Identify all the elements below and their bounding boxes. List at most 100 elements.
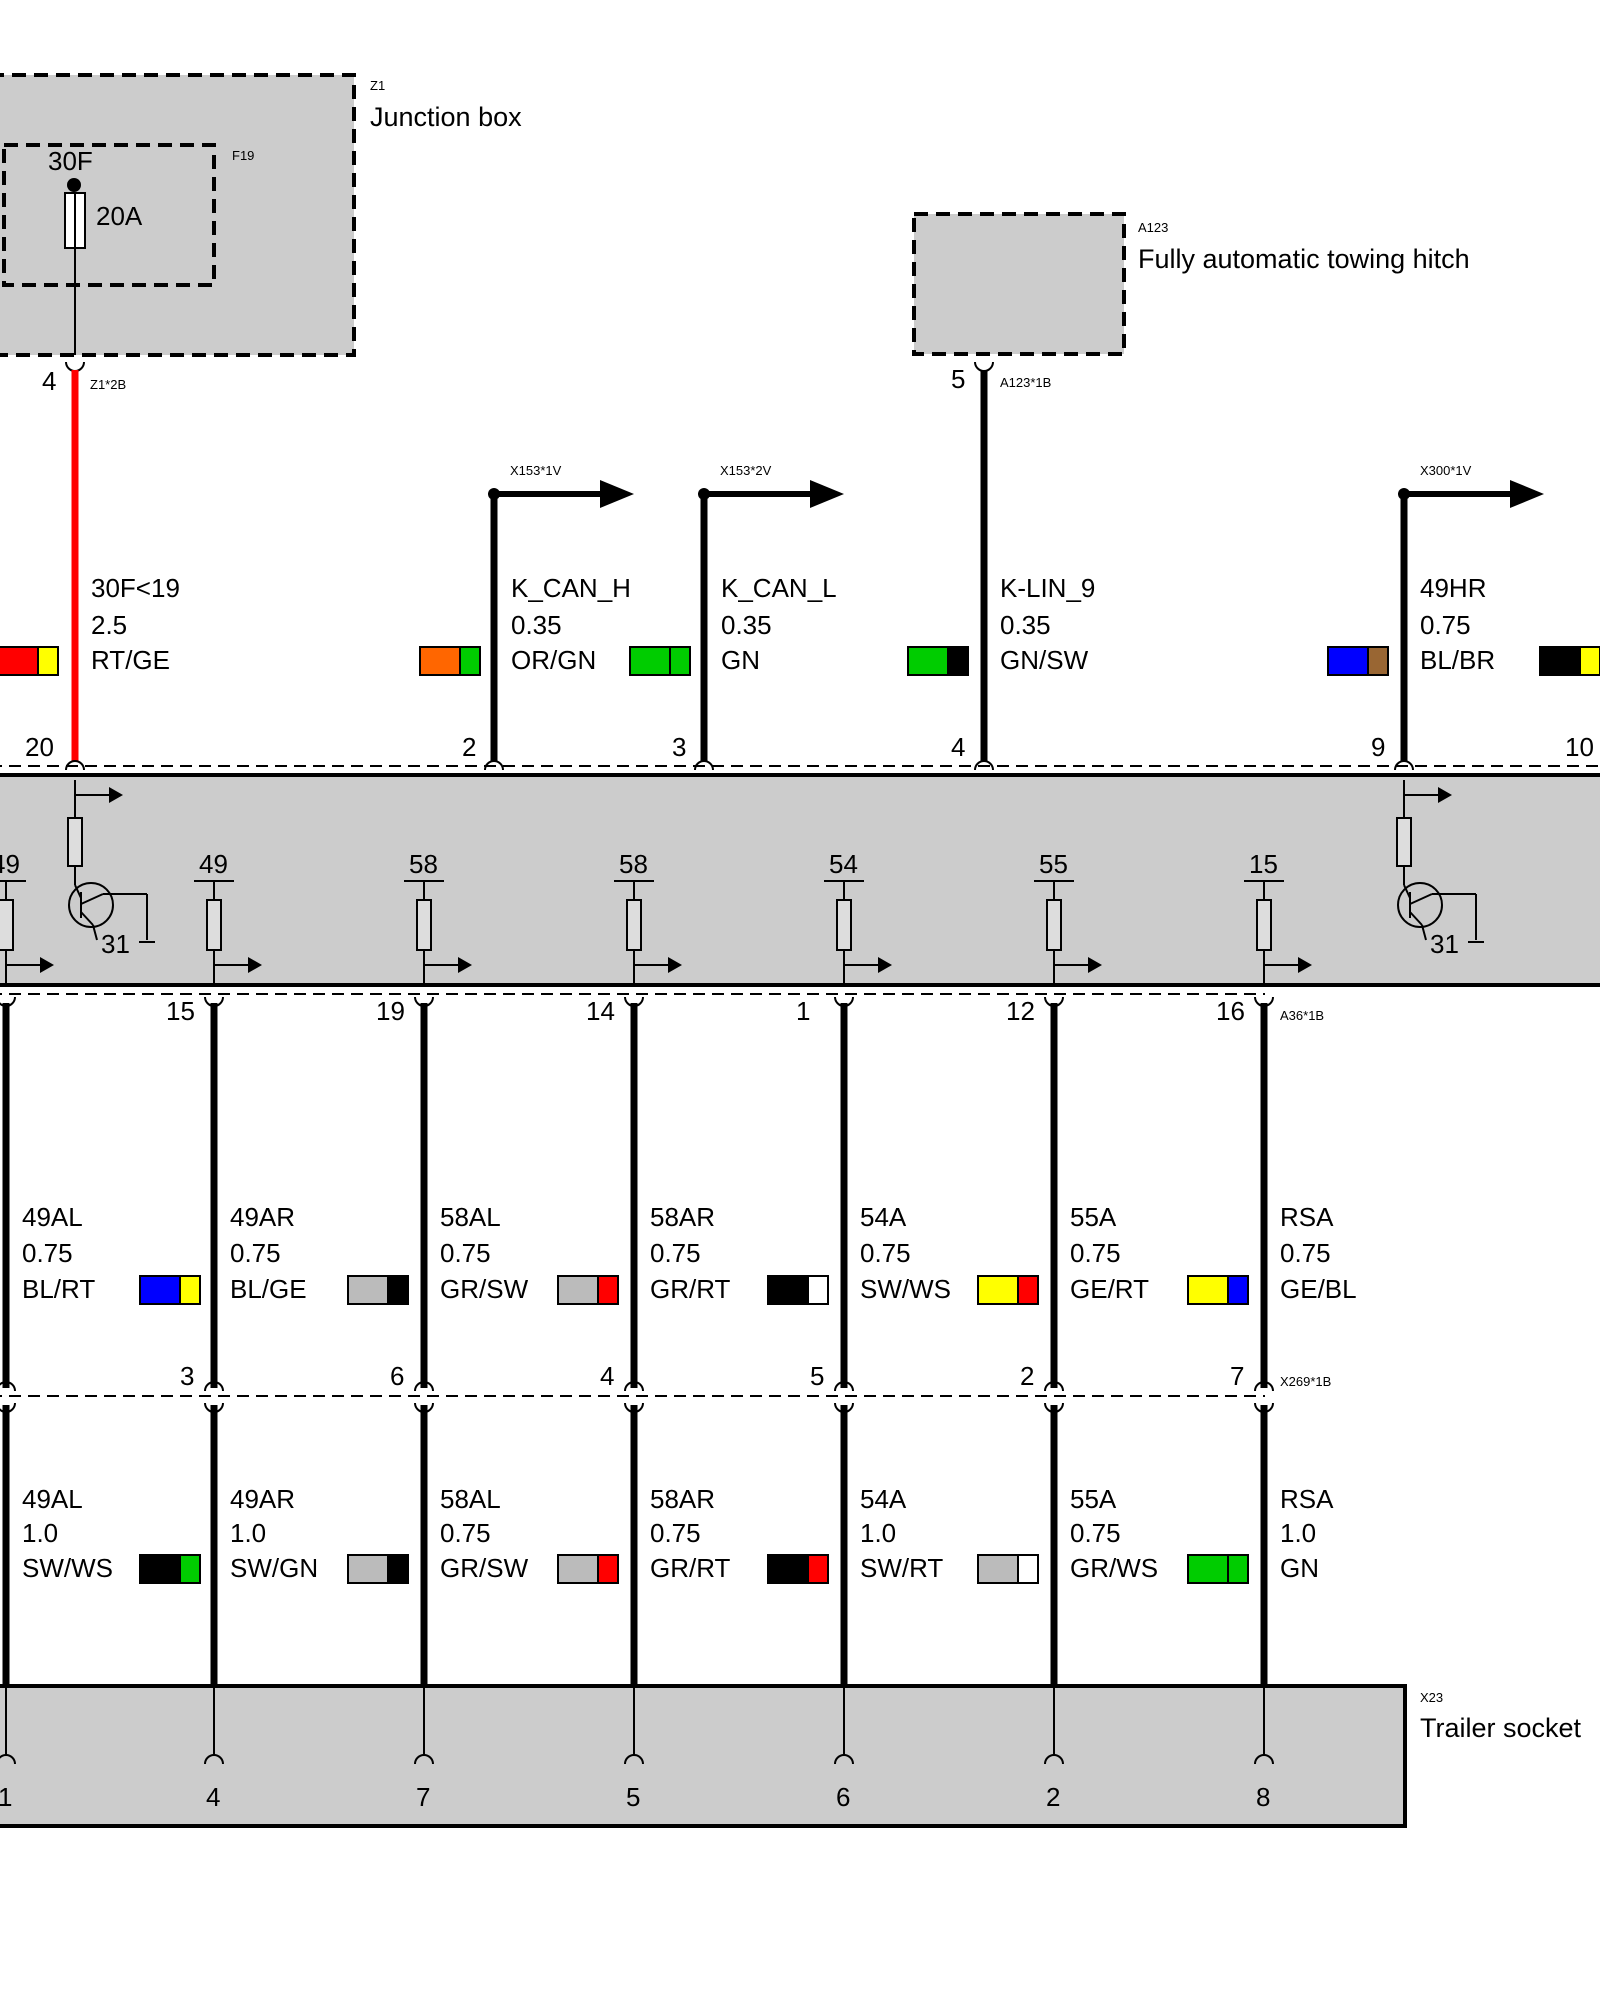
kcan-l-connector: X153*2V <box>720 463 772 478</box>
connector-arc <box>414 1754 434 1765</box>
wire-color: OR/GN <box>511 645 596 675</box>
connector-arc <box>694 760 714 771</box>
resistor-icon <box>1256 899 1272 951</box>
wire-signal: 49AL <box>22 1202 83 1232</box>
connector-arc <box>834 1754 854 1765</box>
z1-pin: 4 <box>42 366 56 396</box>
wire-size: 0.35 <box>511 610 562 640</box>
wire-signal: RSA <box>1280 1202 1334 1232</box>
wire-signal: 55A <box>1070 1202 1117 1232</box>
connector-arc <box>484 760 504 771</box>
wire-size: 0.35 <box>1000 610 1051 640</box>
terminal-label: 49 <box>0 849 20 879</box>
wire-size: 0.75 <box>1070 1518 1121 1548</box>
top-wire-label-4: 49HR 0.75 BL/BR <box>1420 573 1495 675</box>
kcan-h-connector: X153*1V <box>510 463 562 478</box>
terminal-label: 54 <box>829 849 858 879</box>
resistor-icon <box>626 899 642 951</box>
module-pin: 3 <box>672 732 686 762</box>
trailer-socket-name: Trailer socket <box>1420 1713 1582 1743</box>
module-pin: 14 <box>586 996 615 1026</box>
wire-size: 0.35 <box>721 610 772 640</box>
wire-size: 0.75 <box>860 1238 911 1268</box>
module-pin: 19 <box>376 996 405 1026</box>
connector-arc <box>0 1402 16 1413</box>
connector-arc <box>414 996 434 1007</box>
x269-connector: X269*1B <box>1280 1374 1331 1389</box>
module-top-pins: 20 2 3 4 9 10 <box>25 732 1594 762</box>
wire-color: GN <box>721 645 760 675</box>
transistor-icon: 31 <box>67 780 155 959</box>
connector-arc <box>0 1754 16 1765</box>
wire-signal: K-LIN_9 <box>1000 573 1095 603</box>
wire-size: 0.75 <box>1280 1238 1331 1268</box>
wire-size: 1.0 <box>1280 1518 1316 1548</box>
internal-terminal: 55 <box>1034 849 1102 985</box>
wire-size: 1.0 <box>22 1518 58 1548</box>
wire-size: 0.75 <box>22 1238 73 1268</box>
lower-wires <box>0 996 1274 1686</box>
control-module <box>0 765 1600 995</box>
wire-color: BL/RT <box>22 1274 95 1304</box>
x269-pin: 2 <box>1020 1361 1034 1391</box>
wire-color: BL/BR <box>1420 645 1495 675</box>
wire-signal: 58AL <box>440 1202 501 1232</box>
wire-signal: 49AR <box>230 1484 295 1514</box>
color-swatch <box>977 1554 1039 1584</box>
connector-arc <box>1044 1381 1064 1392</box>
color-swatch <box>557 1275 619 1305</box>
arrow-icon <box>1510 480 1544 508</box>
mid-wire-labels: 49AL0.75BL/RT49AR0.75BL/GE58AL0.75GR/SW5… <box>22 1202 1357 1305</box>
trailer-socket-ref: X23 <box>1420 1690 1443 1705</box>
color-swatch <box>907 646 969 676</box>
wire-color: GR/RT <box>650 1553 731 1583</box>
wire-color: SW/WS <box>860 1274 951 1304</box>
wire-kcan-l: X153*2V <box>698 463 844 762</box>
connector-arc <box>624 1381 644 1392</box>
wire-signal: RSA <box>1280 1484 1334 1514</box>
wire-color: GE/BL <box>1280 1274 1357 1304</box>
wire-signal: 58AR <box>650 1484 715 1514</box>
wire-size: 0.75 <box>1070 1238 1121 1268</box>
connector-arc <box>624 1402 644 1413</box>
wire-color: BL/GE <box>230 1274 307 1304</box>
color-swatch <box>139 1554 201 1584</box>
module-internal-terminals: 49495858545515 <box>0 849 1312 985</box>
wire-size: 0.75 <box>440 1518 491 1548</box>
connector-arc <box>65 760 85 771</box>
terminal-label: 58 <box>619 849 648 879</box>
connector-arc <box>204 1402 224 1413</box>
trailer-pin: 8 <box>1256 1782 1270 1812</box>
resistor-icon <box>1046 899 1062 951</box>
wire-kcan-h: X153*1V <box>488 463 634 762</box>
wire-signal: 49AL <box>22 1484 83 1514</box>
wire-color: GE/RT <box>1070 1274 1149 1304</box>
module-pin: 16 <box>1216 996 1245 1026</box>
color-swatch <box>977 1275 1039 1305</box>
top-wire-label-1: K_CAN_H 0.35 OR/GN <box>511 573 631 675</box>
x269-pin: 5 <box>810 1361 824 1391</box>
towing-hitch-ref: A123 <box>1138 220 1168 235</box>
wire-size: 1.0 <box>860 1518 896 1548</box>
module-pin: 20 <box>25 732 54 762</box>
color-swatch <box>1187 1275 1249 1305</box>
fuse-f19: F19 30F 20A <box>2 143 254 355</box>
connector-arc <box>1254 996 1274 1007</box>
wire-color: RT/GE <box>91 645 170 675</box>
arrow-icon <box>600 480 634 508</box>
top-wire-label-3: K-LIN_9 0.35 GN/SW <box>1000 573 1095 675</box>
wire-signal: K_CAN_L <box>721 573 837 603</box>
color-swatch <box>629 646 691 676</box>
internal-terminal: 15 <box>1244 849 1312 985</box>
color-swatch <box>1187 1554 1249 1584</box>
internal-terminal: 54 <box>824 849 892 985</box>
z1-connector: Z1*2B <box>90 377 126 392</box>
terminal-label: 49 <box>199 849 228 879</box>
color-swatch <box>767 1554 829 1584</box>
connector-arc <box>624 996 644 1007</box>
top-wire-label-2: K_CAN_L 0.35 GN <box>721 573 837 675</box>
ground-label: 31 <box>101 929 130 959</box>
wire-color: GR/RT <box>650 1274 731 1304</box>
